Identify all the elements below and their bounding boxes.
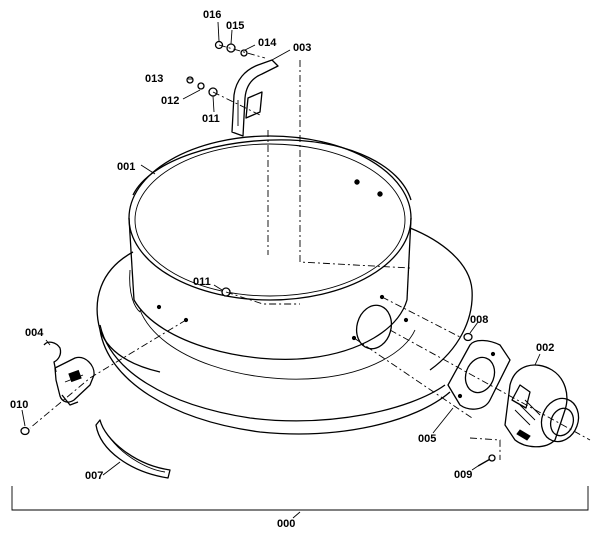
label-010: 010 xyxy=(10,399,28,411)
label-011-upper: 011 xyxy=(202,113,220,125)
label-003: 003 xyxy=(293,42,311,54)
assembly-center-lines xyxy=(29,44,591,460)
label-013: 013 xyxy=(145,73,163,85)
motor-head-002 xyxy=(504,364,580,448)
label-016: 016 xyxy=(203,9,221,21)
screw-009 xyxy=(477,454,496,467)
part-number-labels: 001 002 003 004 005 007 008 009 010 011 … xyxy=(10,9,554,530)
label-008: 008 xyxy=(470,314,488,326)
screw-010 xyxy=(20,426,30,436)
bracket-003 xyxy=(231,59,279,137)
fasteners-011-016 xyxy=(186,40,248,297)
label-002: 002 xyxy=(536,342,554,354)
strap-007 xyxy=(95,419,171,479)
label-015: 015 xyxy=(226,20,244,32)
label-004: 004 xyxy=(25,327,44,339)
label-001: 001 xyxy=(117,161,135,173)
label-000: 000 xyxy=(277,518,295,530)
assembly-bracket-000 xyxy=(11,486,589,511)
screw-008 xyxy=(463,332,473,342)
label-012: 012 xyxy=(161,95,179,107)
label-014: 014 xyxy=(258,37,277,49)
leader-lines xyxy=(21,21,541,519)
housing-ring-001 xyxy=(96,135,473,435)
label-005: 005 xyxy=(418,433,436,445)
gasket-005 xyxy=(447,339,511,410)
latch-004 xyxy=(43,341,95,406)
label-009: 009 xyxy=(454,469,472,481)
label-011-lower: 011 xyxy=(193,276,211,288)
label-007: 007 xyxy=(85,470,103,482)
